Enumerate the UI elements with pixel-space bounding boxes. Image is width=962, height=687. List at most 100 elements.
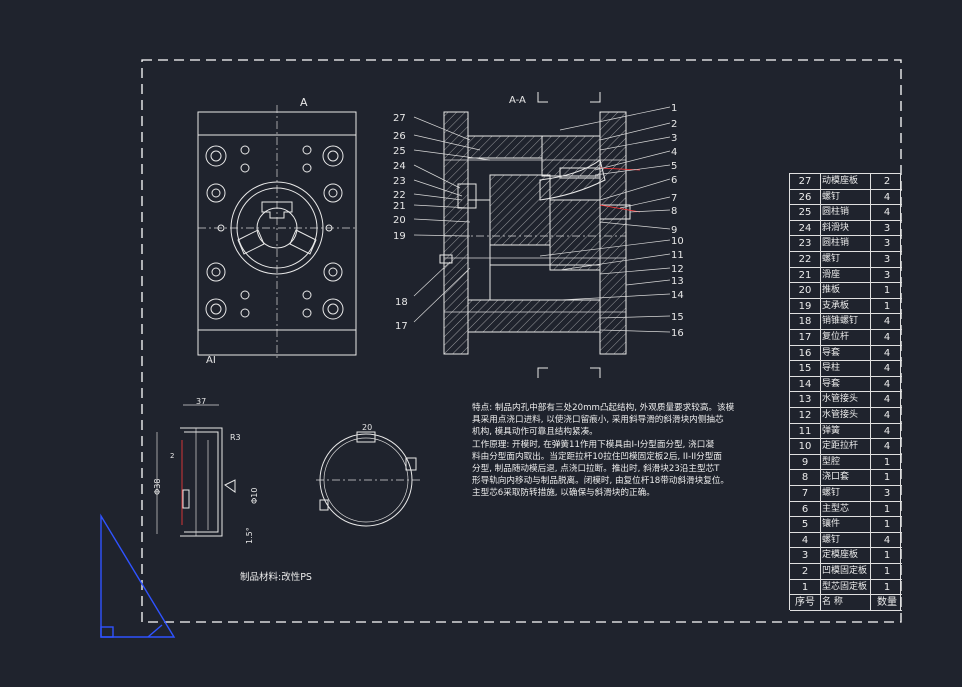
- header-qty: 数量: [877, 597, 897, 609]
- callout-4: 4: [671, 147, 677, 158]
- part-quantity: 1: [883, 472, 891, 484]
- part-quantity: 1: [883, 456, 891, 468]
- part-name: 型腔: [822, 456, 841, 467]
- section-view[interactable]: A-A: [393, 92, 684, 378]
- callout-26: 26: [393, 131, 406, 142]
- part-number: 14: [798, 378, 812, 390]
- callout-9: 9: [671, 225, 677, 236]
- part-detail-view[interactable]: 37 Φ38 Φ10 R3 1.5° 2: [153, 397, 259, 544]
- note-line: 机构, 模具动作可靠且结构紧凑。: [472, 427, 598, 438]
- part-number: 7: [801, 488, 809, 499]
- part-quantity: 3: [883, 254, 891, 265]
- dim-phi: Φ10: [250, 488, 259, 504]
- part-name: 滑座: [822, 269, 841, 280]
- part-quantity: 1: [883, 285, 891, 297]
- callout-5: 5: [671, 161, 677, 172]
- part-quantity: 4: [883, 363, 891, 375]
- part-name: 弹簧: [822, 425, 841, 436]
- part-number: 13: [798, 394, 812, 406]
- header-name: 名 称: [822, 597, 843, 608]
- callout-6: 6: [671, 175, 677, 186]
- part-name: 导套: [822, 347, 841, 358]
- callout-16: 16: [671, 328, 684, 339]
- part-number: 1: [801, 581, 809, 593]
- part-number: 24: [798, 222, 812, 234]
- part-name: 圆柱销: [822, 238, 850, 249]
- part-quantity: 4: [883, 534, 891, 546]
- callout-20: 20: [393, 215, 406, 226]
- part-name: 支承板: [822, 300, 850, 311]
- part-number: 5: [801, 519, 809, 531]
- technical-notes: 特点: 制品内孔中部有三处20mm凸起结构, 外观质量要求较高。该模 具采用点浇…: [472, 402, 782, 500]
- dim-small: 2: [170, 452, 174, 460]
- note-line: 料由分型面内取出。当定距拉杆10拉住凹模固定板2后, II-II分型面: [472, 451, 722, 462]
- ring-detail-view[interactable]: 20: [316, 423, 420, 527]
- note-line: 分型, 制品随动模后退, 点浇口拉断。推出时, 斜滑块23沿主型芯T: [472, 464, 720, 475]
- callout-21: 21: [393, 201, 406, 212]
- part-number: 22: [798, 254, 812, 265]
- dim-r: R3: [230, 433, 241, 442]
- part-quantity: 4: [883, 441, 891, 453]
- part-name: 复位杆: [822, 332, 850, 342]
- callout-10: 10: [671, 236, 684, 247]
- ucs-triangle-icon: [100, 513, 176, 638]
- callout-12: 12: [671, 264, 684, 275]
- callout-24: 24: [393, 161, 406, 172]
- part-name: 推板: [822, 285, 841, 296]
- callout-19: 19: [393, 231, 406, 242]
- table-column-divider: [820, 174, 821, 610]
- part-quantity: 4: [883, 425, 891, 437]
- note-line: 具采用点浇口进料, 以使浇口留痕小, 采用斜导滑的斜滑块内侧抽芯: [472, 415, 724, 426]
- callout-17: 17: [395, 321, 408, 332]
- part-number: 15: [798, 363, 812, 375]
- dim-left: Φ38: [153, 479, 162, 495]
- part-number: 4: [801, 534, 809, 546]
- part-name: 螺钉: [822, 191, 841, 202]
- callout-11: 11: [671, 250, 684, 261]
- part-number: 2: [801, 566, 809, 577]
- part-number: 19: [798, 300, 812, 312]
- top-view[interactable]: A AI: [197, 96, 357, 366]
- part-number: 27: [798, 176, 812, 187]
- part-quantity: 4: [883, 410, 891, 421]
- part-name: 定距拉杆: [822, 441, 859, 452]
- part-quantity: 4: [883, 394, 891, 406]
- part-number: 21: [798, 269, 812, 281]
- dim-ring: 20: [362, 423, 372, 432]
- note-line: 特点: 制品内孔中部有三处20mm凸起结构, 外观质量要求较高。该模: [472, 403, 735, 413]
- dim-angle: 1.5°: [245, 527, 254, 544]
- top-view-label: A: [300, 96, 308, 109]
- part-name: 斜滑块: [822, 222, 850, 233]
- part-number: 26: [798, 191, 812, 203]
- callout-8: 8: [671, 206, 677, 217]
